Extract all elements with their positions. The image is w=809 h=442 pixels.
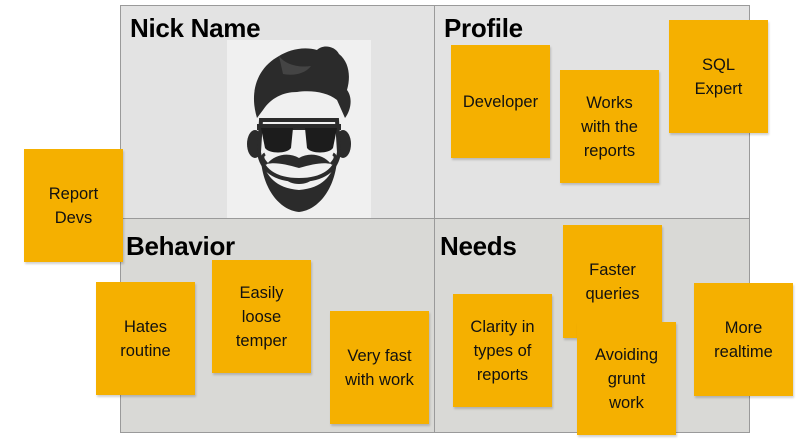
- note-works-with-reports[interactable]: Works with the reports: [560, 70, 659, 183]
- note-report-devs[interactable]: Report Devs: [24, 149, 123, 262]
- note-hates-routine-text: Hates routine: [120, 317, 171, 360]
- nickname-title: Nick Name: [130, 13, 261, 43]
- note-faster-queries[interactable]: Faster queries: [563, 225, 662, 338]
- profile-title: Profile: [444, 13, 523, 43]
- note-more-realtime[interactable]: More realtime: [694, 283, 793, 396]
- note-clarity-text: Clarity in types of reports: [470, 317, 535, 384]
- note-more-realtime-text: More realtime: [714, 318, 773, 361]
- needs-title: Needs: [440, 231, 517, 261]
- note-developer-text: Developer: [462, 92, 539, 111]
- behavior-title: Behavior: [126, 231, 235, 261]
- note-developer[interactable]: Developer: [451, 45, 550, 158]
- note-avoiding-grunt-work[interactable]: Avoiding grunt work: [577, 322, 676, 435]
- note-hates-routine[interactable]: Hates routine: [96, 282, 195, 395]
- note-faster-queries-text: Faster queries: [585, 260, 640, 303]
- note-very-fast-with-work-text: Very fast with work: [345, 346, 414, 389]
- note-sql-expert[interactable]: SQL Expert: [669, 20, 768, 133]
- avatar-icon: [227, 40, 371, 218]
- note-avoiding-grunt-work-text: Avoiding grunt work: [595, 345, 658, 412]
- note-report-devs-text: Report Devs: [48, 184, 99, 227]
- note-clarity-in-types-of-reports[interactable]: Clarity in types of reports: [453, 294, 552, 407]
- note-easily-loose-temper[interactable]: Easily loose temper: [212, 260, 311, 373]
- note-easily-loose-temper-text: Easily loose temper: [235, 283, 288, 350]
- note-works-with-reports-text: Works with the reports: [581, 93, 638, 160]
- note-very-fast-with-work[interactable]: Very fast with work: [330, 311, 429, 424]
- note-sql-expert-text: SQL Expert: [694, 55, 743, 98]
